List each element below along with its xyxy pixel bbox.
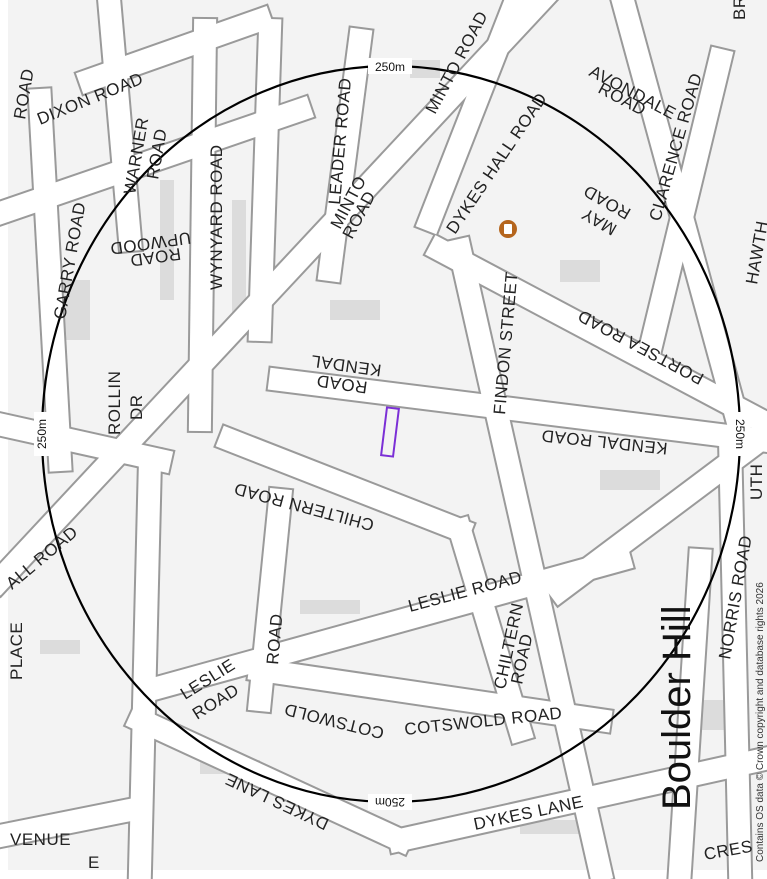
building xyxy=(560,260,600,282)
road-label-avenue: VENUE xyxy=(10,830,71,849)
building xyxy=(330,300,380,320)
building xyxy=(410,60,440,78)
site-boundary[interactable] xyxy=(380,406,400,458)
road-label-uth: UTH xyxy=(747,464,766,500)
radius-label-top: 250m xyxy=(375,60,405,74)
building xyxy=(600,470,660,490)
building xyxy=(40,640,80,654)
pub-icon[interactable] xyxy=(499,220,517,238)
building xyxy=(300,600,360,614)
building xyxy=(160,180,174,300)
road-label-rollin-2: DR xyxy=(127,394,146,420)
building xyxy=(520,820,580,834)
building xyxy=(232,200,246,320)
radius-label-right: 250m xyxy=(733,419,747,449)
road-label-road-v: ROAD xyxy=(263,613,286,666)
map-frame-bottom xyxy=(0,870,767,879)
radius-label-left: 250m xyxy=(35,419,49,449)
road-label-rollin-1: ROLLIN xyxy=(105,371,124,435)
road-label-place: PLACE xyxy=(7,622,26,680)
map-attribution: Contains OS data © Crown copyright and d… xyxy=(755,582,766,862)
road-label-bri: BRI xyxy=(730,0,749,20)
map-frame-left xyxy=(0,0,8,879)
area-name: Boulder Hill xyxy=(655,605,699,810)
road-label-wynyard: WYNYARD ROAD xyxy=(207,145,226,290)
road-label-e: E xyxy=(88,853,100,872)
radius-label-bottom: 250m xyxy=(375,795,405,809)
radius-labels: 250m 250m 250m 250m xyxy=(34,58,748,810)
